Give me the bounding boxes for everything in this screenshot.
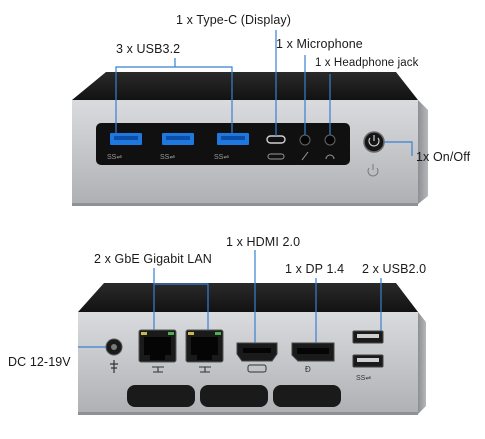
microphone-icon	[301, 151, 309, 161]
lan-icon	[199, 366, 211, 373]
hdmi-label: 1 x HDMI 2.0	[226, 235, 301, 249]
vent	[273, 385, 341, 407]
power-button-icon	[368, 135, 380, 147]
usb3-port-3	[217, 133, 249, 145]
front-side	[418, 100, 428, 204]
back-side	[418, 312, 426, 414]
back-top-cover	[78, 283, 418, 312]
headphone-jack	[324, 134, 336, 146]
usb20-label: 2 x USB2.0	[362, 262, 427, 276]
usb3-port-2	[162, 133, 194, 145]
dc-plug-icon	[110, 360, 118, 373]
usb2-port-2	[352, 354, 384, 368]
dc-label: DC 12-19V	[8, 355, 71, 369]
power-callout	[384, 141, 413, 156]
type-c-icon	[267, 153, 285, 160]
microphone-label: 1 x Microphone	[276, 37, 363, 51]
headphone-icon	[325, 154, 335, 160]
front-unit: SS⇌ SS⇌ SS⇌	[72, 72, 428, 206]
hdmi-icon	[247, 364, 267, 373]
usb2-port-1	[352, 330, 384, 344]
headphone-label: 1 x Headphone jack	[315, 57, 419, 69]
lan-port-1	[138, 329, 177, 363]
vent	[200, 385, 268, 407]
dp-icon: Ð	[305, 365, 311, 374]
front-callouts	[115, 30, 413, 156]
usb32-callout	[115, 66, 233, 133]
power-symbol-icon	[367, 164, 379, 177]
usb3-ss-icon: SS⇌	[160, 154, 175, 161]
usb3-ss-icon: SS⇌	[107, 154, 122, 161]
lan-label: 2 x GbE Gigabit LAN	[94, 252, 212, 266]
usb-icon: SS⇌	[356, 375, 371, 382]
back-callouts	[78, 250, 382, 348]
usb3-ss-icon: SS⇌	[214, 154, 229, 161]
dp-label: 1 x DP 1.4	[285, 262, 345, 276]
vent	[127, 385, 195, 407]
usb3-port-1	[110, 133, 142, 145]
front-top-cover	[72, 72, 418, 100]
lan-icon	[152, 366, 164, 373]
lan-callout	[153, 283, 209, 330]
power-label: 1x On/Off	[416, 150, 471, 164]
microphone-jack	[299, 134, 311, 146]
usb32-label: 3 x USB3.2	[116, 42, 181, 56]
lan-port-2	[185, 329, 224, 363]
back-unit: Ð SS⇌	[78, 283, 426, 415]
type-c-label: 1 x Type-C (Display)	[176, 13, 291, 27]
